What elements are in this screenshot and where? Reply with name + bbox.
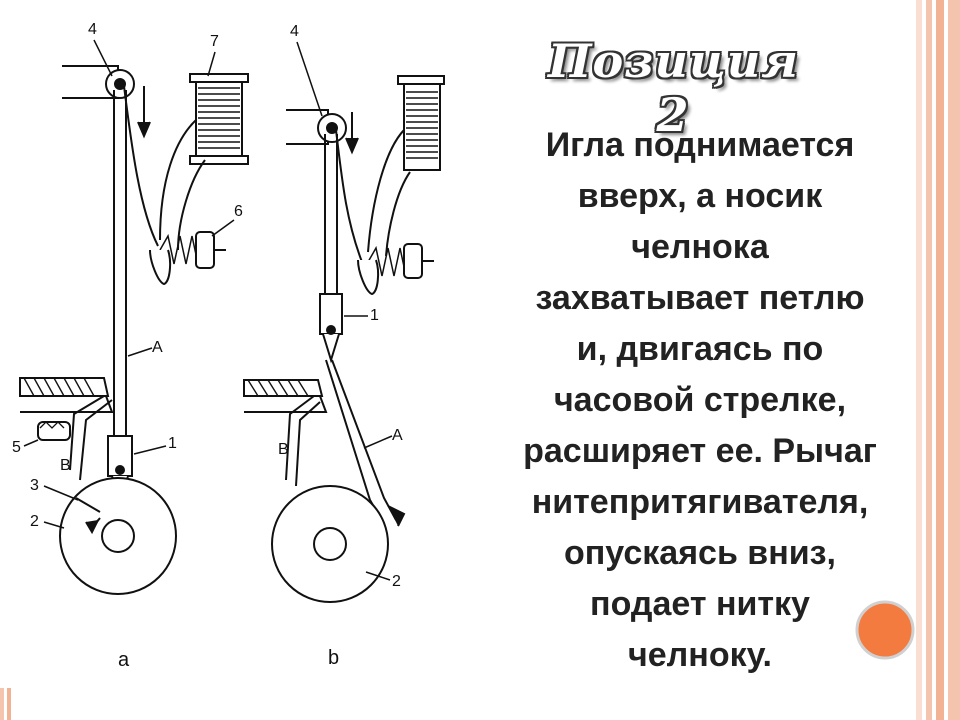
label-1: 1 [370,307,379,324]
label-3: 3 [30,477,39,494]
label-2: 2 [392,573,401,590]
decorative-stripes [916,0,960,720]
label-6: 6 [234,203,243,220]
slide-body-text: Игла поднимается вверх, а носик челнока … [470,120,930,681]
body-line: часовой стрелке, [553,381,847,419]
label-A: A [392,427,403,444]
label-2: 2 [30,513,39,530]
diagram-b-labels: 4 1 A B 2 b [278,23,403,669]
label-4: 4 [88,21,97,38]
diagram-a-labels: 4 7 6 A 1 5 B 3 2 a [12,21,243,671]
label-7: 7 [210,33,219,50]
label-A: A [152,339,163,356]
label-5: 5 [12,439,21,456]
orange-circle-decoration [855,600,915,660]
body-line: челнока [631,228,769,266]
body-line: нитепритягивателя, [531,483,869,521]
body-line: расширяет ее. Рычаг [523,432,877,470]
diagram-b [243,75,445,603]
caption-a: a [118,649,130,671]
label-B: B [278,441,289,458]
decorative-left-accent [0,688,11,720]
sewing-mechanism-diagram: 4 7 6 A 1 5 B 3 2 a [12,21,445,671]
slide-title: Позиция 2 [548,34,799,142]
body-line: опускаясь вниз, [564,534,836,572]
body-line: подает нитку [590,585,810,623]
diagram-a [19,65,249,595]
body-line: и, двигаясь по [576,330,824,368]
body-line: челноку. [628,636,772,674]
body-line: захватывает петлю [535,279,865,317]
caption-b: b [328,647,339,669]
label-B: B [60,457,71,474]
label-4: 4 [290,23,299,40]
label-1: 1 [168,435,177,452]
body-line: вверх, а носик [577,177,823,215]
body-line: Игла поднимается [545,126,855,164]
